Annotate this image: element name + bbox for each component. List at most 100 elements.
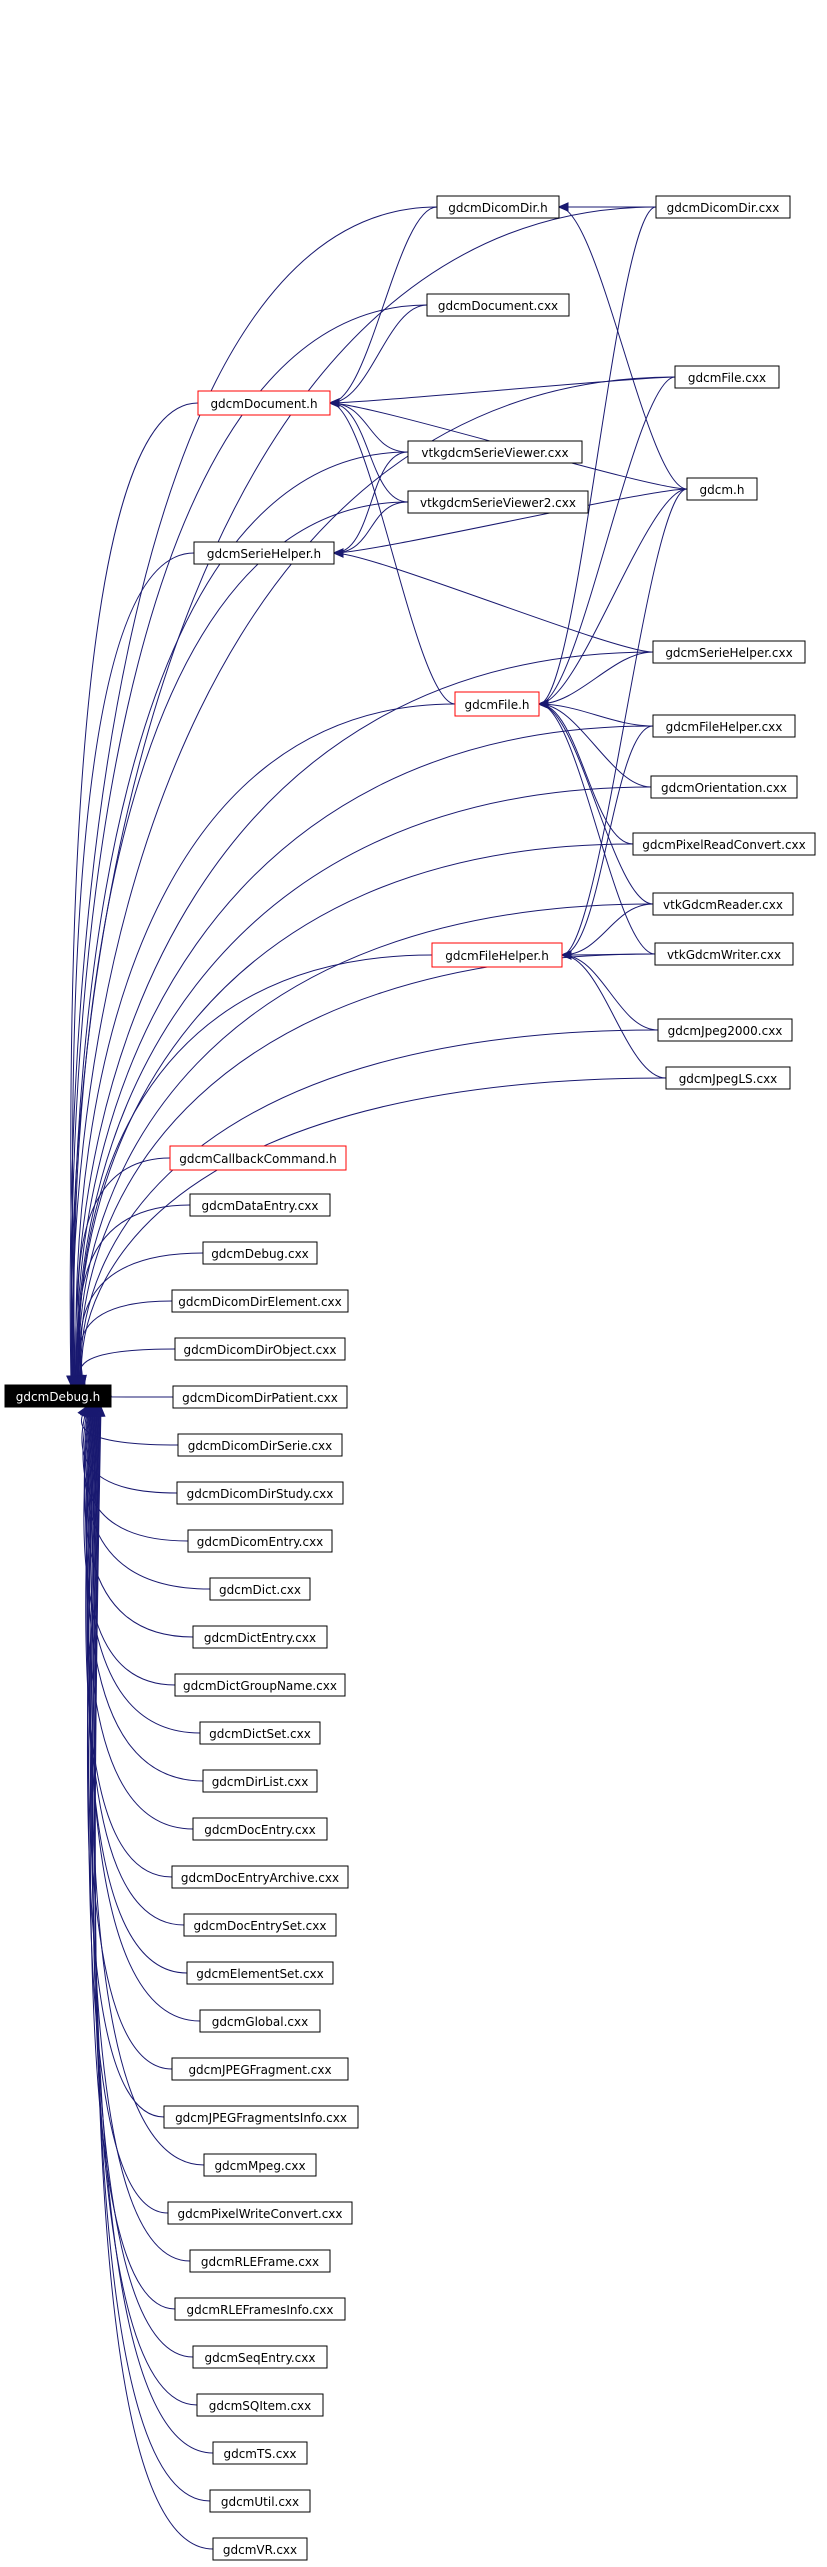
node-vtkgdcmserieviewer2-cxx[interactable]: vtkgdcmSerieViewer2.cxx — [407, 490, 589, 514]
node-box-gdcmrleframesinfo-cxx[interactable] — [174, 2297, 346, 2321]
node-box-gdcmpixelwriteconvert-cxx[interactable] — [167, 2201, 353, 2225]
node-gdcmdicomdirobject-cxx[interactable]: gdcmDicomDirObject.cxx — [174, 1337, 346, 1361]
node-gdcmdictentry-cxx[interactable]: gdcmDictEntry.cxx — [192, 1625, 328, 1649]
node-gdcmglobal-cxx[interactable]: gdcmGlobal.cxx — [199, 2009, 321, 2033]
node-box-gdcmvr-cxx[interactable] — [212, 2537, 308, 2561]
node-gdcmdicomdirelement-cxx[interactable]: gdcmDicomDirElement.cxx — [171, 1289, 349, 1313]
node-gdcmdocument-h[interactable]: gdcmDocument.h — [197, 390, 331, 416]
node-gdcmpixelreadconvert-cxx[interactable]: gdcmPixelReadConvert.cxx — [632, 832, 816, 856]
node-box-gdcmdicomentry-cxx[interactable] — [187, 1529, 333, 1553]
node-box-gdcmdictset-cxx[interactable] — [199, 1721, 321, 1745]
node-box-gdcmdict-cxx[interactable] — [209, 1577, 311, 1601]
node-box-gdcmdocentry-cxx[interactable] — [192, 1817, 328, 1841]
node-box-gdcmdocentryset-cxx[interactable] — [183, 1913, 337, 1937]
node-box-gdcmdocument-cxx[interactable] — [426, 293, 570, 317]
node-box-gdcmpixelreadconvert-cxx[interactable] — [632, 832, 816, 856]
node-gdcmpixelwriteconvert-cxx[interactable]: gdcmPixelWriteConvert.cxx — [167, 2201, 353, 2225]
node-box-gdcmseqentry-cxx[interactable] — [192, 2345, 328, 2369]
node-gdcmdicomdir-h[interactable]: gdcmDicomDir.h — [436, 195, 560, 219]
node-gdcmrleframe-cxx[interactable]: gdcmRLEFrame.cxx — [189, 2249, 331, 2273]
node-box-gdcm-h[interactable] — [686, 477, 758, 501]
node-box-gdcmfilehelper-h[interactable] — [431, 942, 563, 968]
node-gdcmseriehelper-h[interactable]: gdcmSerieHelper.h — [193, 541, 335, 565]
node-box-gdcmfile-h[interactable] — [454, 691, 540, 717]
node-box-gdcmfilehelper-cxx[interactable] — [652, 714, 796, 738]
node-gdcmjpegfragment-cxx[interactable]: gdcmJPEGFragment.cxx — [171, 2057, 349, 2081]
node-box-gdcmdicomdirobject-cxx[interactable] — [174, 1337, 346, 1361]
node-box-gdcmdocument-h[interactable] — [197, 390, 331, 416]
node-box-gdcmts-cxx[interactable] — [212, 2441, 308, 2465]
node-box-gdcmelementset-cxx[interactable] — [186, 1961, 334, 1985]
node-gdcmdocentry-cxx[interactable]: gdcmDocEntry.cxx — [192, 1817, 328, 1841]
node-gdcmseriehelper-cxx[interactable]: gdcmSerieHelper.cxx — [652, 640, 806, 664]
node-gdcmfile-cxx[interactable]: gdcmFile.cxx — [674, 365, 780, 389]
node-box-gdcmmpeg-cxx[interactable] — [203, 2153, 317, 2177]
node-gdcmdataentry-cxx[interactable]: gdcmDataEntry.cxx — [189, 1193, 331, 1217]
node-box-gdcmjpeg2000-cxx[interactable] — [657, 1018, 793, 1042]
node-gdcmts-cxx[interactable]: gdcmTS.cxx — [212, 2441, 308, 2465]
node-gdcmmpeg-cxx[interactable]: gdcmMpeg.cxx — [203, 2153, 317, 2177]
node-box-vtkgdcmserieviewer2-cxx[interactable] — [407, 490, 589, 514]
node-box-gdcmjpegfragment-cxx[interactable] — [171, 2057, 349, 2081]
node-box-gdcmsqitem-cxx[interactable] — [196, 2393, 324, 2417]
node-box-gdcmdicomdir-h[interactable] — [436, 195, 560, 219]
node-gdcmvr-cxx[interactable]: gdcmVR.cxx — [212, 2537, 308, 2561]
node-gdcmjpegfragmentsinfo-cxx[interactable]: gdcmJPEGFragmentsInfo.cxx — [163, 2105, 359, 2129]
node-box-gdcmfile-cxx[interactable] — [674, 365, 780, 389]
node-box-gdcmutil-cxx[interactable] — [209, 2489, 311, 2513]
node-vtkgdcmreader-cxx[interactable]: vtkGdcmReader.cxx — [652, 892, 794, 916]
node-box-vtkgdcmreader-cxx[interactable] — [652, 892, 794, 916]
node-box-gdcmdebug-cxx[interactable] — [202, 1241, 318, 1265]
node-box-gdcmorientation-cxx[interactable] — [650, 775, 798, 799]
node-box-gdcmdicomdirpatient-cxx[interactable] — [172, 1385, 348, 1409]
node-gdcmrleframesinfo-cxx[interactable]: gdcmRLEFramesInfo.cxx — [174, 2297, 346, 2321]
node-gdcmutil-cxx[interactable]: gdcmUtil.cxx — [209, 2489, 311, 2513]
node-gdcmdicomdirpatient-cxx[interactable]: gdcmDicomDirPatient.cxx — [172, 1385, 348, 1409]
node-gdcmseqentry-cxx[interactable]: gdcmSeqEntry.cxx — [192, 2345, 328, 2369]
node-box-gdcmdirlist-cxx[interactable] — [202, 1769, 318, 1793]
node-gdcmfilehelper-cxx[interactable]: gdcmFileHelper.cxx — [652, 714, 796, 738]
node-gdcmdict-cxx[interactable]: gdcmDict.cxx — [209, 1577, 311, 1601]
node-gdcmorientation-cxx[interactable]: gdcmOrientation.cxx — [650, 775, 798, 799]
node-gdcmfile-h[interactable]: gdcmFile.h — [454, 691, 540, 717]
node-box-gdcmdictgroupname-cxx[interactable] — [174, 1673, 346, 1697]
node-gdcmdebug-cxx[interactable]: gdcmDebug.cxx — [202, 1241, 318, 1265]
node-box-gdcmrleframe-cxx[interactable] — [189, 2249, 331, 2273]
node-box-gdcmdocentryarchive-cxx[interactable] — [171, 1865, 349, 1889]
node-gdcmdictgroupname-cxx[interactable]: gdcmDictGroupName.cxx — [174, 1673, 346, 1697]
node-gdcmdicomdirserie-cxx[interactable]: gdcmDicomDirSerie.cxx — [177, 1433, 343, 1457]
node-gdcmcallbackcommand-h[interactable]: gdcmCallbackCommand.h — [169, 1145, 347, 1171]
node-gdcmelementset-cxx[interactable]: gdcmElementSet.cxx — [186, 1961, 334, 1985]
node-box-gdcmdicomdirelement-cxx[interactable] — [171, 1289, 349, 1313]
node-gdcmdirlist-cxx[interactable]: gdcmDirList.cxx — [202, 1769, 318, 1793]
node-gdcmdicomdir-cxx[interactable]: gdcmDicomDir.cxx — [655, 195, 791, 219]
node-box-gdcmcallbackcommand-h[interactable] — [169, 1145, 347, 1171]
node-box-gdcmseriehelper-cxx[interactable] — [652, 640, 806, 664]
node-box-gdcmdicomdirstudy-cxx[interactable] — [176, 1481, 344, 1505]
node-vtkgdcmwriter-cxx[interactable]: vtkGdcmWriter.cxx — [654, 942, 794, 966]
node-box-gdcmdataentry-cxx[interactable] — [189, 1193, 331, 1217]
node-box-gdcmdictentry-cxx[interactable] — [192, 1625, 328, 1649]
node-box-gdcmdicomdir-cxx[interactable] — [655, 195, 791, 219]
node-box-gdcmjpegls-cxx[interactable] — [665, 1066, 791, 1090]
node-box-vtkgdcmwriter-cxx[interactable] — [654, 942, 794, 966]
node-box-gdcmseriehelper-h[interactable] — [193, 541, 335, 565]
node-gdcmjpegls-cxx[interactable]: gdcmJpegLS.cxx — [665, 1066, 791, 1090]
node-box-gdcmdebug-h[interactable] — [4, 1384, 112, 1408]
node-box-gdcmjpegfragmentsinfo-cxx[interactable] — [163, 2105, 359, 2129]
node-gdcmjpeg2000-cxx[interactable]: gdcmJpeg2000.cxx — [657, 1018, 793, 1042]
node-gdcmdicomentry-cxx[interactable]: gdcmDicomEntry.cxx — [187, 1529, 333, 1553]
node-gdcmdocentryset-cxx[interactable]: gdcmDocEntrySet.cxx — [183, 1913, 337, 1937]
node-gdcmfilehelper-h[interactable]: gdcmFileHelper.h — [431, 942, 563, 968]
node-gdcmdicomdirstudy-cxx[interactable]: gdcmDicomDirStudy.cxx — [176, 1481, 344, 1505]
node-box-gdcmglobal-cxx[interactable] — [199, 2009, 321, 2033]
node-gdcmdebug-h[interactable]: gdcmDebug.h — [4, 1384, 112, 1408]
node-box-vtkgdcmserieviewer-cxx[interactable] — [407, 440, 583, 464]
node-gdcmdictset-cxx[interactable]: gdcmDictSet.cxx — [199, 1721, 321, 1745]
node-gdcmdocentryarchive-cxx[interactable]: gdcmDocEntryArchive.cxx — [171, 1865, 349, 1889]
node-vtkgdcmserieviewer-cxx[interactable]: vtkgdcmSerieViewer.cxx — [407, 440, 583, 464]
node-gdcmsqitem-cxx[interactable]: gdcmSQItem.cxx — [196, 2393, 324, 2417]
node-gdcmdocument-cxx[interactable]: gdcmDocument.cxx — [426, 293, 570, 317]
node-gdcm-h[interactable]: gdcm.h — [686, 477, 758, 501]
node-box-gdcmdicomdirserie-cxx[interactable] — [177, 1433, 343, 1457]
